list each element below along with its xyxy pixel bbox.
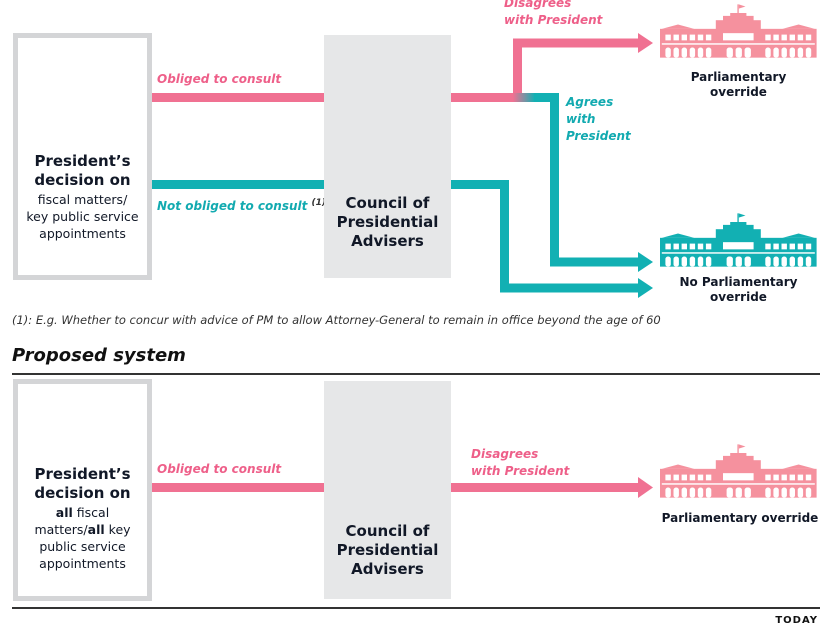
proposed-council-line1: Council of	[345, 522, 430, 540]
parliamentary-override-line2: override	[710, 85, 767, 99]
proposed-council-box: Council of Presidential Advisers	[324, 381, 451, 599]
council-line1: Council of	[345, 194, 430, 212]
proposed-president-decision-box: President’s decision on all fiscal matte…	[13, 379, 152, 601]
disagrees-arrowhead	[638, 33, 653, 53]
all-emphasis: all	[87, 522, 105, 537]
president-title-line1: President’s	[34, 152, 131, 170]
no-parliamentary-override-line2: override	[710, 290, 767, 304]
agrees-arrowhead	[638, 252, 653, 272]
proposed-president-sub-line1: all fiscal	[18, 504, 147, 521]
proposed-president-sub-line4: appointments	[39, 556, 126, 571]
footnote: (1): E.g. Whether to concur with advice …	[12, 313, 661, 327]
proposed-president-sub-line3: public service	[39, 539, 126, 554]
council-line3: Advisers	[351, 232, 424, 250]
not-obliged-to-consult-label: Not obliged to consult (1)	[157, 195, 326, 214]
parliament-building-pink-icon	[660, 4, 817, 58]
all-emphasis: all	[55, 505, 73, 520]
president-sub-line2: key public service	[26, 209, 139, 224]
no-parliamentary-override-line1: No Parliamentary	[679, 275, 798, 289]
proposed-president-title-line2: decision on	[34, 484, 131, 502]
council-line2: Presidential	[336, 213, 439, 231]
proposed-parliament-building-pink-icon	[660, 444, 817, 498]
proposed-president-title-line1: President’s	[34, 465, 131, 483]
proposed-council-line3: Advisers	[351, 560, 424, 578]
obliged-to-consult-label: Obliged to consult	[157, 72, 282, 86]
agrees-label-line2: with	[566, 112, 596, 126]
proposed-disagrees-flow-line	[450, 483, 640, 492]
section-bottom-divider	[12, 607, 820, 609]
sub-line1-rest: fiscal	[72, 505, 110, 520]
not-obliged-text: Not obliged to consult	[157, 199, 308, 213]
disagrees-flow-path	[450, 38, 640, 102]
president-sub-line3: appointments	[39, 226, 126, 241]
proposed-obliged-flow-line	[150, 483, 326, 492]
president-title-line2: decision on	[34, 171, 131, 189]
proposed-disagrees-label-line2: with President	[471, 464, 570, 478]
president-decision-box: President’s decision on fiscal matters/ …	[13, 33, 152, 280]
parliament-building-teal-icon	[660, 213, 817, 267]
parliamentary-override-line1: Parliamentary	[690, 70, 787, 84]
proposed-disagrees-label-line1: Disagrees	[471, 447, 539, 461]
council-box: Council of Presidential Advisers	[324, 35, 451, 278]
section-top-divider	[12, 373, 820, 375]
not-obliged-flow-line	[150, 180, 326, 189]
agrees-label-line1: Agrees	[566, 95, 614, 109]
parliamentary-override-label: Parliamentary override	[660, 70, 817, 100]
disagrees-label-line1: Disagrees	[504, 0, 572, 10]
proposed-system-heading: Proposed system	[12, 345, 186, 366]
proposed-president-sub-line2: matters/all key	[18, 521, 147, 538]
proposed-disagrees-arrowhead	[638, 477, 653, 498]
agrees-gradient-join	[513, 93, 535, 102]
proposed-council-line2: Presidential	[336, 541, 439, 559]
obliged-flow-line	[150, 93, 326, 102]
sub-line2-rest: key	[104, 522, 131, 537]
sub-line2-pre: matters/	[34, 522, 88, 537]
agrees-flow-path	[534, 93, 640, 267]
disagrees-label-line2: with President	[504, 13, 603, 27]
proposed-parliamentary-override-label: Parliamentary override	[661, 511, 819, 525]
not-obliged-arrowhead	[638, 278, 653, 298]
publisher-logo: TODAY	[775, 615, 818, 626]
agrees-label-line3: President	[566, 129, 631, 143]
proposed-obliged-to-consult-label: Obliged to consult	[157, 462, 282, 476]
no-parliamentary-override-label: No Parliamentary override	[660, 275, 817, 305]
footnote-marker: (1)	[311, 198, 327, 208]
not-obliged-onward-path	[450, 180, 640, 293]
president-sub-line1: fiscal matters/	[37, 192, 128, 207]
